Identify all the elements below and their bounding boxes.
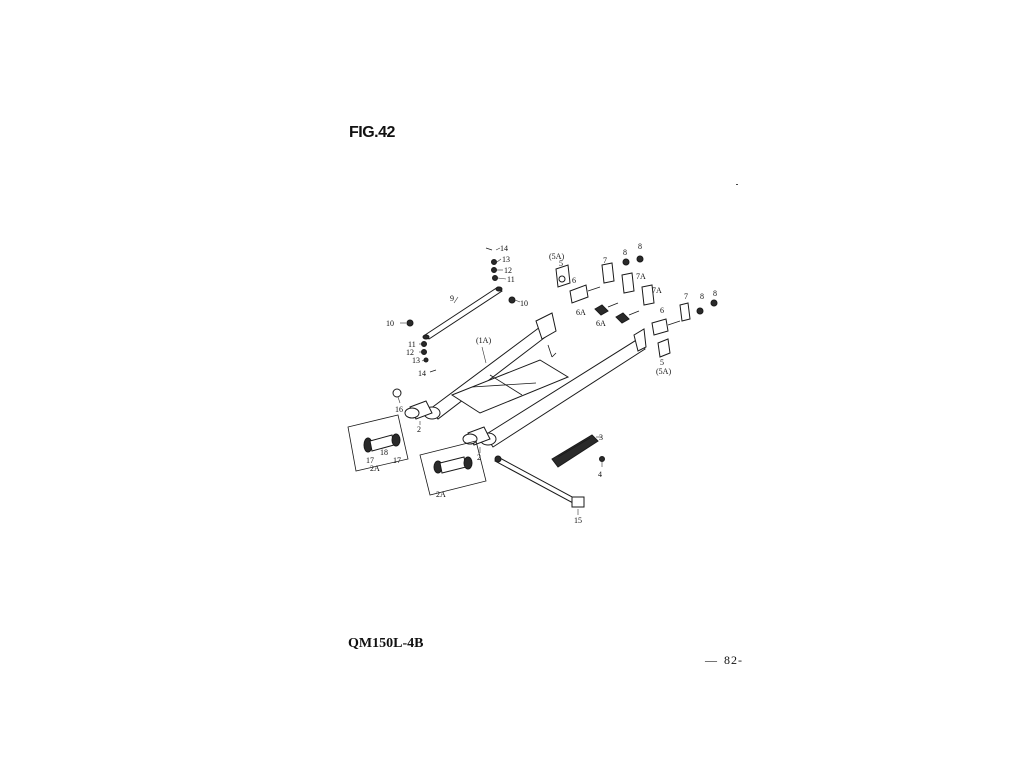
pivot-shaft: [494, 455, 585, 508]
bushing-kit-box-1: [347, 414, 409, 472]
callout-14: 14: [500, 244, 508, 253]
callout-2a: 2A: [370, 464, 380, 473]
callout-7: 7: [684, 292, 688, 301]
callout-7a: 7A: [652, 286, 662, 295]
upper-link-assembly: [406, 247, 516, 373]
callout-17: 17: [366, 456, 374, 465]
callout-9: 9: [450, 294, 454, 303]
model-code: QM150L-4B: [348, 636, 424, 651]
callout-5: 5: [660, 358, 664, 367]
swing-arm-exploded-diagram: 14 13 12 11 9 10 10 11 12 13 14 (1A) 16 …: [347, 242, 718, 525]
callout-18: 18: [380, 448, 388, 457]
callout-12: 12: [504, 266, 512, 275]
figure-label: FIG.42: [349, 124, 395, 141]
callout-15: 15: [574, 516, 582, 525]
callout-5a: (5A): [549, 252, 564, 261]
callout-3: 3: [599, 433, 603, 442]
callout-6: 6: [660, 306, 664, 315]
callout-8: 8: [623, 248, 627, 257]
page-number-value: 82-: [724, 653, 743, 667]
callout-13: 13: [502, 255, 510, 264]
callout-6a: 6A: [596, 319, 606, 328]
callout-14: 14: [418, 369, 426, 378]
callout-1a: (1A): [476, 336, 491, 345]
callout-11: 11: [507, 275, 515, 284]
bushing-kit-box-2: [419, 440, 487, 496]
leader-lines: [397, 247, 603, 515]
chain-guide: [551, 434, 605, 468]
callout-7a: 7A: [636, 272, 646, 281]
callout-labels: 14 13 12 11 9 10 10 11 12 13 14 (1A) 16 …: [366, 242, 717, 525]
callout-17: 17: [393, 456, 401, 465]
callout-6a: 6A: [576, 308, 586, 317]
scan-mark: [736, 184, 738, 185]
swing-arm-frame: [423, 312, 647, 448]
callout-10: 10: [386, 319, 394, 328]
callout-7: 7: [603, 256, 607, 265]
callout-12: 12: [406, 348, 414, 357]
callout-2: 2: [477, 453, 481, 462]
callout-8: 8: [638, 242, 642, 251]
callout-4: 4: [598, 470, 602, 479]
callout-11: 11: [408, 340, 416, 349]
callout-5a: (5A): [656, 367, 671, 376]
callout-5: 5: [559, 259, 563, 268]
axle-adjuster-hardware: [555, 255, 718, 358]
callout-8: 8: [713, 289, 717, 298]
page-dash: —: [705, 653, 718, 667]
pivot-bushings: [392, 388, 491, 446]
callout-2: 2: [417, 425, 421, 434]
callout-10: 10: [520, 299, 528, 308]
callout-13: 13: [412, 356, 420, 365]
callout-16: 16: [395, 405, 403, 414]
callout-2a: 2A: [436, 490, 446, 499]
page-number: — 82-: [705, 653, 743, 668]
callout-6: 6: [572, 276, 576, 285]
callout-8: 8: [700, 292, 704, 301]
